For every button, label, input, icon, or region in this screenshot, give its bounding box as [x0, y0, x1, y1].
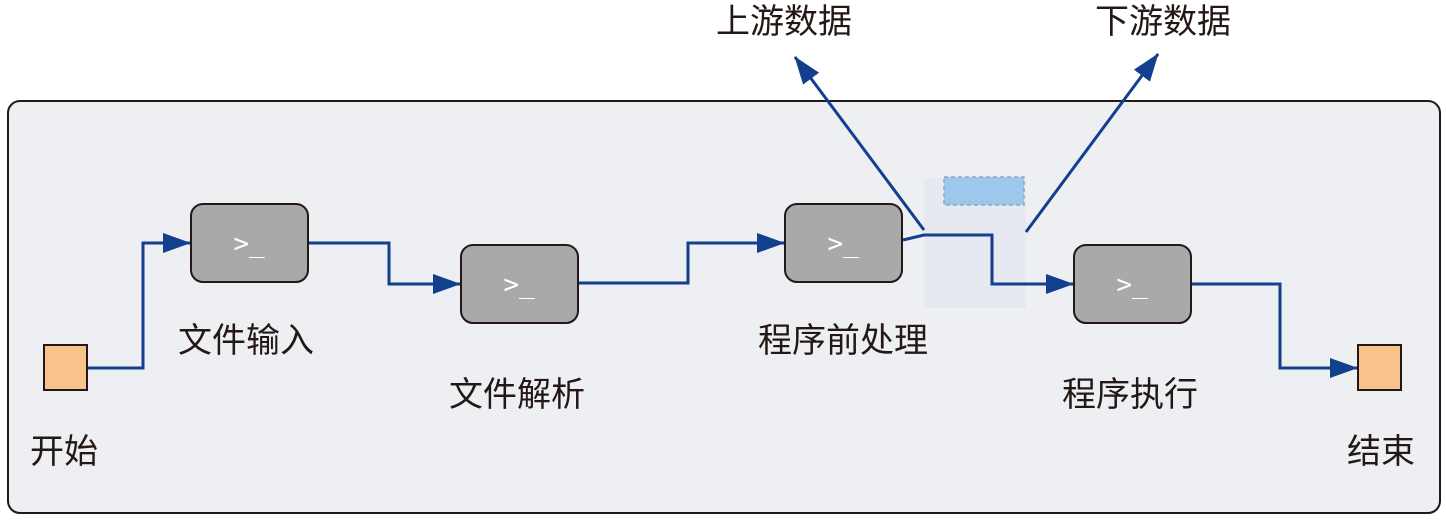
connector-downstream-data: [1024, 53, 1160, 233]
step-label: 程序前处理: [758, 321, 928, 361]
terminal-prompt: >_: [1116, 270, 1148, 300]
step-preprocess: >_: [784, 203, 903, 283]
terminal-prompt: >_: [827, 229, 859, 259]
terminal-icon: [190, 203, 309, 283]
connector-input-to-parse: [309, 241, 461, 294]
step-file-parse: >_: [460, 244, 579, 324]
terminal-prompt: >_: [233, 229, 265, 259]
selection-highlight: [943, 176, 1025, 206]
terminal-icon: [1073, 244, 1192, 324]
workflow-panel: [7, 100, 1441, 514]
step-execute: >_: [1073, 244, 1192, 324]
step-file-input: >_: [190, 203, 309, 283]
connector-start-to-input: [88, 233, 191, 370]
connector-parse-to-preprocess: [579, 233, 785, 285]
terminal-prompt: >_: [503, 270, 535, 300]
downstream-data-label: 下游数据: [1095, 2, 1231, 42]
step-label: 文件解析: [449, 375, 585, 415]
end-node: [1357, 344, 1402, 391]
end-label: 结束: [1347, 432, 1415, 472]
start-node: [43, 344, 88, 391]
step-label: 文件输入: [178, 321, 314, 361]
terminal-icon: [460, 244, 579, 324]
terminal-icon: [784, 203, 903, 283]
upstream-data-label: 上游数据: [716, 2, 852, 42]
connector-preprocess-to-execute: [902, 233, 1074, 294]
step-label: 程序执行: [1062, 375, 1198, 415]
connector-execute-to-end: [1192, 282, 1358, 378]
connector-upstream-data: [793, 56, 926, 231]
start-label: 开始: [30, 432, 98, 472]
